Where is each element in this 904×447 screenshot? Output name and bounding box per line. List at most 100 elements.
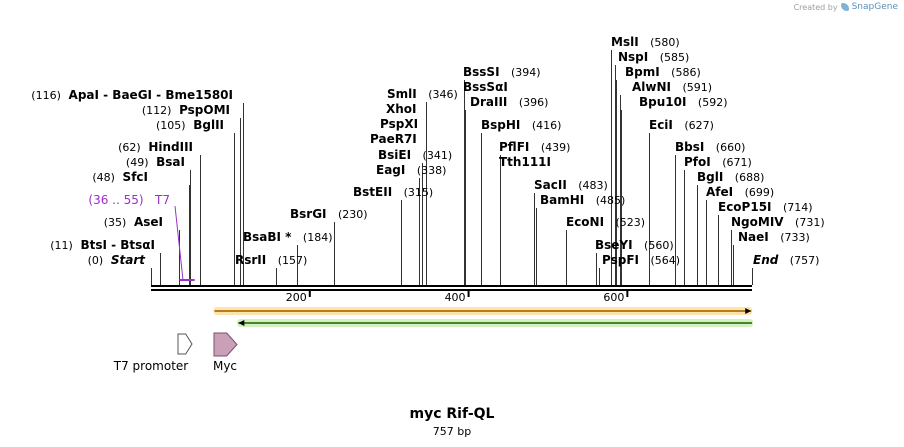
site-name: AseI — [134, 215, 163, 229]
site-position: (591) — [682, 81, 712, 94]
site-label-bsabi: BsaBI * (184) — [243, 230, 333, 244]
site-position: (230) — [338, 208, 368, 221]
site-label-start: (0) Start — [88, 253, 147, 267]
site-label-bsssi: BssSI (394) — [463, 65, 541, 79]
site-position: (523) — [616, 216, 646, 229]
site-name: MslI — [611, 35, 639, 49]
ruler-tick — [467, 291, 470, 297]
site-name: AfeI — [706, 185, 733, 199]
primer-leader — [174, 205, 184, 281]
site-position: (731) — [795, 216, 825, 229]
site-name: EcoNI — [566, 215, 604, 229]
site-label-econi: EcoNI (523) — [566, 215, 645, 229]
site-label-bsrgi: BsrGI (230) — [290, 207, 368, 221]
site-label-nspi: NspI (585) — [618, 50, 689, 64]
site-label-pspfi: PspFI (564) — [602, 253, 680, 267]
sequence-length: 757 bp — [432, 425, 472, 438]
site-position: (757) — [790, 254, 820, 267]
site-leaders — [151, 50, 753, 285]
site-labels: (0) Start(11) BtsI - BtsαI(35) AseI(48) … — [31, 35, 824, 267]
site-position: (416) — [532, 119, 562, 132]
site-position: (396) — [519, 96, 549, 109]
site-name: EcoP15I — [718, 200, 772, 214]
primer-range: (36 .. 55) — [88, 193, 143, 207]
site-name: BssSαI — [463, 80, 508, 94]
site-name: BssSI — [463, 65, 500, 79]
site-position: (485) — [596, 194, 626, 207]
site-label-smli: SmlI (346) — [387, 87, 458, 101]
backbone-bottom-strand — [151, 289, 752, 291]
site-position: (585) — [660, 51, 690, 64]
site-position: (315) — [404, 186, 434, 199]
site-label-bsphi: BspHI (416) — [481, 118, 561, 132]
site-position: (483) — [578, 179, 608, 192]
site-position: (699) — [745, 186, 775, 199]
site-label-bamhi: BamHI (485) — [540, 193, 625, 207]
site-label-sacii: SacII (483) — [534, 178, 608, 192]
site-name: BsiEI — [378, 148, 411, 162]
site-name: EciI — [649, 118, 673, 132]
site-label-bpmi: BpmI (586) — [625, 65, 701, 79]
site-label-xhoi: XhoI — [386, 102, 417, 116]
site-position: (49) — [126, 156, 149, 169]
sequence-title: myc Rif-QL — [409, 406, 495, 422]
ruler-tick-label: 400 — [445, 291, 466, 304]
site-label-bglii: (105) BglII — [156, 118, 224, 132]
site-label-bgli: BglI (688) — [697, 170, 764, 184]
site-name: BglI — [697, 170, 723, 184]
orf-reverse-arrowhead — [238, 320, 245, 326]
site-label-naei: NaeI (733) — [738, 230, 810, 244]
site-position: (564) — [650, 254, 680, 267]
feature-myc-arrow — [213, 332, 238, 357]
site-name: XhoI — [386, 102, 417, 116]
site-name: SmlI — [387, 87, 417, 101]
ruler-tick-label: 200 — [286, 291, 307, 304]
site-name: SfcI — [123, 170, 148, 184]
site-label-afei: AfeI (699) — [706, 185, 774, 199]
site-label-bsai: (49) BsaI — [126, 155, 185, 169]
site-name: BbsI — [675, 140, 704, 154]
site-position: (48) — [92, 171, 115, 184]
site-name: PfoI — [684, 155, 711, 169]
site-position: (586) — [671, 66, 701, 79]
site-position: (560) — [644, 239, 674, 252]
primer-label: (36 .. 55) T7 — [88, 193, 170, 207]
site-name: Tth111I — [499, 155, 551, 169]
site-name: BglII — [193, 118, 224, 132]
site-label-bbsi: BbsI (660) — [675, 140, 745, 154]
site-name: Start — [111, 253, 146, 267]
orf-tracks — [213, 307, 754, 327]
site-label-rsrii: RsrII (157) — [235, 253, 307, 267]
site-name: PspOMI — [179, 103, 230, 117]
site-name: PflFI — [499, 140, 529, 154]
site-name: PaeR7I — [370, 132, 417, 146]
site-name: BsaI — [156, 155, 185, 169]
credit-prefix: Created by — [793, 2, 838, 12]
site-name: Bpu10I — [639, 95, 686, 109]
site-position: (627) — [684, 119, 714, 132]
site-name: ApaI - BaeGI - Bme1580I — [69, 88, 233, 102]
site-label-bseyi: BseYI (560) — [595, 238, 674, 252]
site-label-pspxi: PspXI — [380, 117, 418, 131]
site-name: End — [753, 253, 779, 267]
site-position: (394) — [511, 66, 541, 79]
site-label-ecii: EciI (627) — [649, 118, 714, 132]
site-label-alwni: AlwNI (591) — [632, 80, 712, 94]
site-position: (35) — [104, 216, 127, 229]
site-name: BtsI - BtsαI — [80, 238, 155, 252]
ruler-tick — [308, 291, 311, 297]
site-position: (580) — [650, 36, 680, 49]
site-label-msli: MslI (580) — [611, 35, 680, 49]
site-name: BseYI — [595, 238, 633, 252]
primer-name: T7 — [154, 193, 170, 207]
site-label-bsiei: BsiEI (341) — [378, 148, 452, 162]
site-position: (0) — [88, 254, 104, 267]
orf-forward-arrowhead — [745, 308, 752, 314]
ruler-tick-label: 600 — [603, 291, 624, 304]
credit-brand: SnapGene — [851, 2, 898, 12]
site-name: EagI — [376, 163, 405, 177]
feature-myc-label: Myc — [213, 359, 237, 373]
site-position: (157) — [278, 254, 308, 267]
site-position: (184) — [303, 231, 333, 244]
